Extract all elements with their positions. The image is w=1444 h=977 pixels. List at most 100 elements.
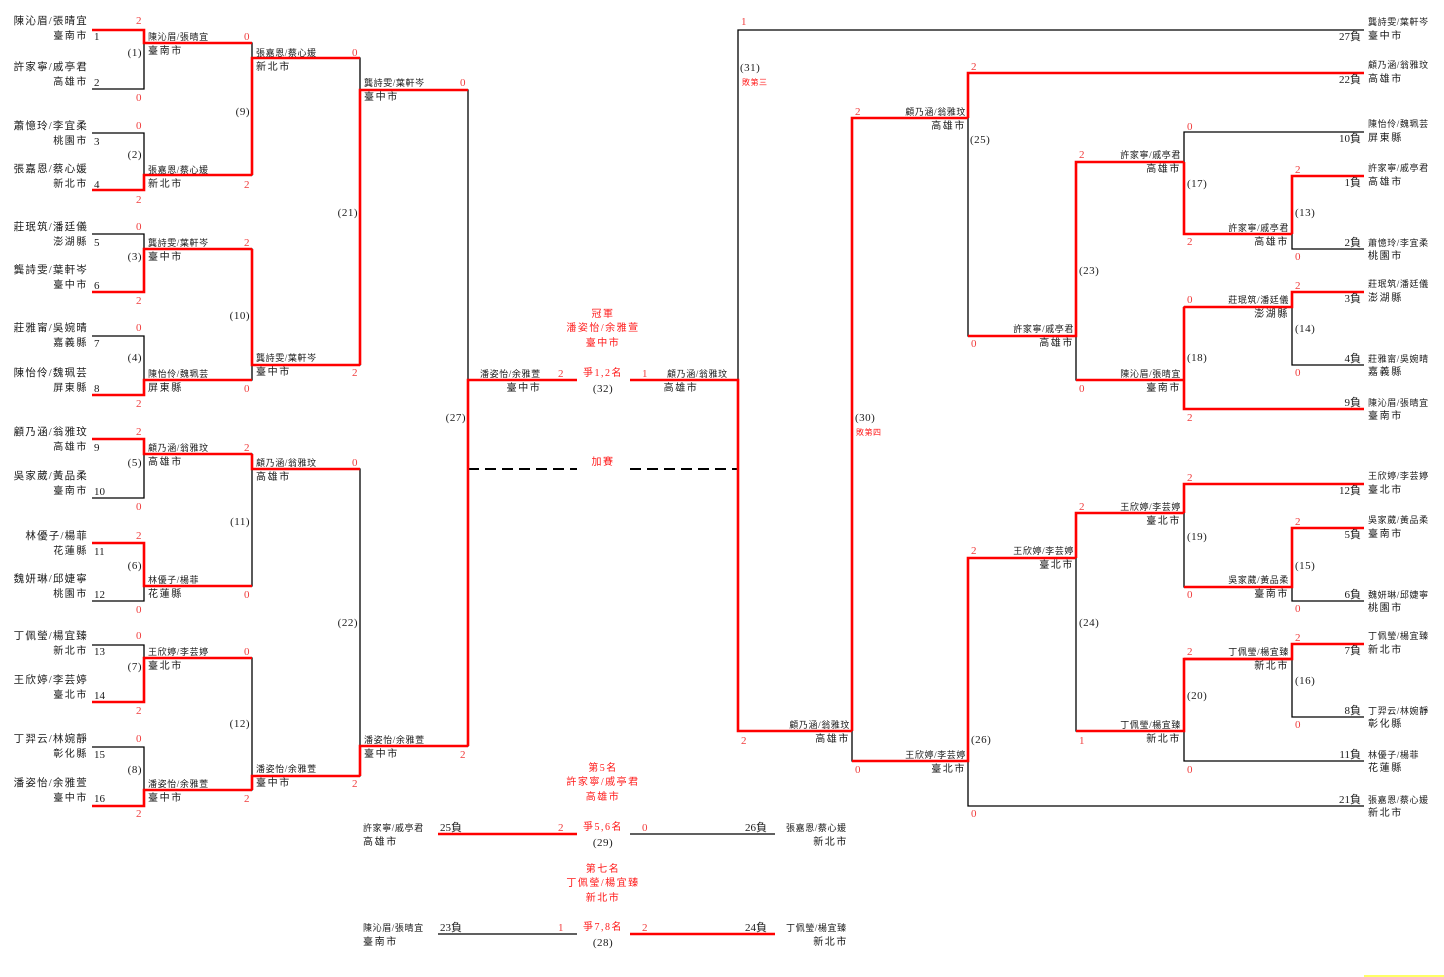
match-label: (6) [127,560,142,572]
player-city: 桃園市 [1368,603,1403,614]
player-name: 許家寧/戚亭君 [1368,163,1429,173]
score: 2 [855,106,861,118]
score: 2 [136,194,142,206]
match-label: (16) [1295,675,1316,687]
match-13-winner-path [1290,174,1364,234]
match-27-winner-path [466,378,577,746]
score: 0 [1295,603,1301,615]
score: 2 [244,179,250,191]
player-name: 許家寧/戚亭君 [363,823,424,833]
seed-name: 龔詩雯/葉軒岑 [13,265,88,276]
score: 2 [558,822,564,834]
player-city: 高雄市 [815,734,850,745]
score: 0 [971,338,977,350]
match-label: (8) [127,764,142,776]
score: 2 [1295,280,1301,292]
loser-source-label: 22負 [1339,74,1361,86]
player-name: 潘姿怡/余雅萱 [480,369,541,379]
player-city: 高雄市 [363,837,398,848]
score: 2 [1187,646,1193,658]
match-label: (32) [592,383,614,395]
player-name: 龔詩雯/葉軒岑 [364,78,425,88]
match-18-winner-path [1076,307,1364,411]
match-30-winner-path [850,116,968,731]
match-8-winner-path [92,788,252,808]
player-city: 花蓮縣 [148,589,183,600]
player-city: 高雄市 [256,472,291,483]
loser-source-label: 27負 [1339,31,1361,43]
score: 2 [741,735,747,747]
seed-number: 16 [94,793,105,805]
match-label: (19) [1187,531,1208,543]
seed-name: 許家寧/戚亭君 [13,62,88,73]
player-city: 高雄市 [663,383,699,394]
player-name: 顧乃涵/翁雅玟 [148,443,209,453]
score: 2 [136,705,142,717]
placement-title: 第5名 [588,763,618,774]
seed-number: 9 [94,442,100,454]
seed-city: 新北市 [53,646,88,657]
score: 2 [244,793,250,805]
player-city: 臺中市 [364,749,399,760]
seed-name: 蕭憶玲/李宜柔 [13,121,88,132]
player-city: 花蓮縣 [1368,763,1403,774]
score: 0 [244,646,250,658]
score: 0 [136,733,142,745]
player-name: 王欣婷/李芸婷 [1013,546,1074,556]
score: 2 [352,778,358,790]
placement-name: 丁佩瑩/楊宜臻 [566,878,640,889]
score: 0 [1295,367,1301,379]
player-name: 顧乃涵/翁雅玟 [905,107,966,117]
match-label: (10) [229,310,250,322]
match-label: (3) [127,251,142,263]
loser-source-label: 7負 [1344,645,1362,657]
player-name: 王欣婷/李芸婷 [1368,471,1429,481]
seed-name: 張嘉恩/蔡心媛 [13,164,88,175]
match-1-winner-path [92,28,252,45]
match-3-winner-path [92,247,252,294]
loser-source-label: 6負 [1344,589,1362,601]
player-city: 新北市 [148,179,183,190]
match-label: (12) [229,718,250,730]
loser-source-label: 12負 [1339,485,1361,497]
score: 2 [1295,164,1301,176]
score: 0 [136,221,142,233]
match-24-winner-path [1074,511,1184,558]
score: 0 [136,630,142,642]
score: 0 [136,322,142,334]
player-name: 許家寧/戚亭君 [1013,324,1074,334]
player-name: 陳怡伶/魏珮芸 [1368,119,1429,129]
match-label: (26) [971,734,992,746]
seed-city: 臺南市 [53,486,88,497]
player-name: 顧乃涵/翁雅玟 [667,369,728,379]
placement-city: 臺中市 [585,338,621,349]
match-11-winner-path [250,454,360,471]
score: 2 [1295,516,1301,528]
score: 0 [1079,383,1085,395]
seed-number: 10 [94,486,105,498]
seed-number: 2 [94,77,100,89]
match-label: (17) [1187,178,1208,190]
player-name: 王欣婷/李芸婷 [1120,502,1181,512]
player-city: 臺南市 [1254,589,1289,600]
seed-city: 臺南市 [53,31,88,42]
placement-city: 高雄市 [585,792,621,803]
player-city: 高雄市 [931,121,966,132]
score: 0 [1295,251,1301,263]
score: 0 [971,808,977,820]
match-label: (1) [127,47,142,59]
player-city: 新北市 [813,837,848,848]
player-city: 臺北市 [1146,516,1181,527]
player-city: 臺中市 [256,778,291,789]
loser-source-label: 9負 [1344,397,1362,409]
player-city: 彰化縣 [1368,719,1403,730]
match-title: 爭7,8名 [583,922,623,933]
player-name: 潘姿怡/余雅萱 [148,779,209,789]
loser-source-label: 24負 [745,922,767,934]
seed-city: 臺北市 [53,690,88,701]
placement-title: 第七名 [585,864,621,875]
player-city: 臺中市 [1368,31,1403,42]
score: 2 [136,15,142,27]
match-label: (14) [1295,323,1316,335]
